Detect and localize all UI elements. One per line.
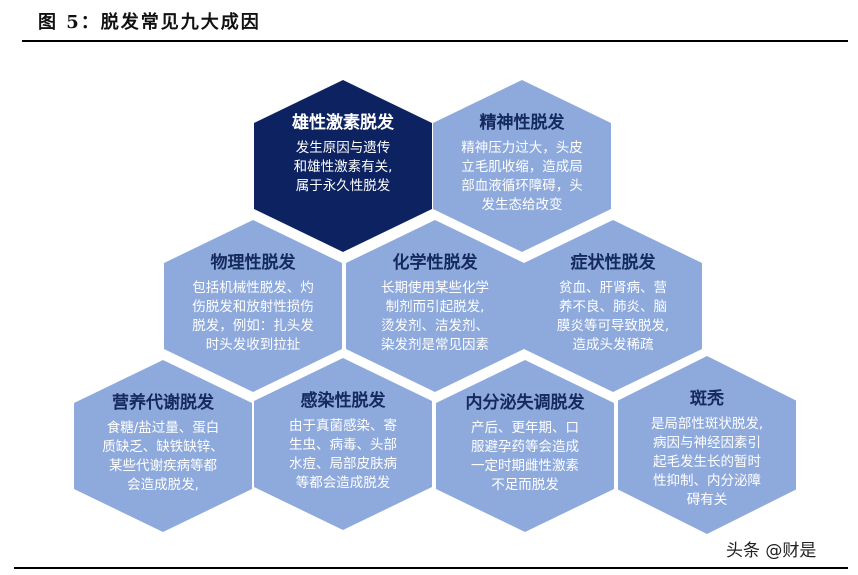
hex-line: 服避孕药等会造成 [471, 439, 579, 455]
hex-line: 病因与神经因素引 [653, 435, 761, 451]
hex-title: 化学性脱发 [392, 253, 478, 273]
hex-title: 雄性激素脱发 [292, 113, 394, 133]
hex-line: 不足而脱发 [491, 477, 559, 493]
hex-description: 长期使用某些化学 制剂而引起脱发, 烫发剂、洁发剂、 染发剂是常见因素 [360, 279, 510, 355]
title-underline [22, 40, 848, 42]
hex-line: 水痘、局部皮肤病 [289, 456, 397, 472]
hex-infectious-alopecia: 感染性脱发 由于真菌感染、寄 生虫、病毒、头部 水痘、局部皮肤病 等都会造成脱发 [254, 358, 432, 530]
hex-description: 由于真菌感染、寄 生虫、病毒、头部 水痘、局部皮肤病 等都会造成脱发 [268, 417, 418, 493]
hex-line: 等都会造成脱发 [295, 475, 391, 491]
hex-line: 染发剂是常见因素 [381, 337, 489, 353]
hex-line: 质缺乏、缺铁缺锌、 [102, 439, 224, 455]
hex-line: 制剂而引起脱发, [385, 299, 485, 315]
hex-title: 症状性脱发 [570, 253, 656, 273]
hex-alopecia-areata: 斑秃 是局部性斑状脱发, 病因与神经因素引 起毛发生长的暂时 性抑制、内分泌障 … [618, 356, 796, 534]
hex-description: 贫血、肝肾病、营 养不良、肺炎、脑 膜炎等可导致脱发, 造成头发稀疏 [538, 279, 688, 355]
hex-description: 是局部性斑状脱发, 病因与神经因素引 起毛发生长的暂时 性抑制、内分泌障 碍有关 [632, 415, 782, 510]
hex-line: 部血液循环障碍，头 [461, 178, 583, 194]
hex-line: 和雄性激素有关, [293, 159, 393, 175]
hex-line: 包括机械性脱发、灼 [192, 280, 314, 296]
hex-line: 长期使用某些化学 [381, 280, 489, 296]
hex-line: 食糖/盐过量、蛋白 [106, 420, 220, 436]
hex-line: 由于真菌感染、寄 [289, 418, 397, 434]
hex-description: 精神压力过大，头皮 立毛肌收缩，造成局 部血液循环障碍，头 发生态给改变 [447, 139, 597, 215]
hex-psychological-alopecia: 精神性脱发 精神压力过大，头皮 立毛肌收缩，造成局 部血液循环障碍，头 发生态给… [433, 80, 611, 252]
hex-line: 膜炎等可导致脱发, [556, 318, 670, 334]
hex-line: 发生原因与遗传 [295, 140, 391, 156]
bottom-rule [14, 567, 848, 569]
hex-androgenic-alopecia: 雄性激素脱发 发生原因与遗传 和雄性激素有关, 属于永久性脱发 [254, 80, 432, 252]
hex-line: 是局部性斑状脱发, [650, 416, 764, 432]
hex-chemical-alopecia: 化学性脱发 长期使用某些化学 制剂而引起脱发, 烫发剂、洁发剂、 染发剂是常见因… [346, 220, 524, 392]
hex-line: 属于永久性脱发 [295, 178, 391, 194]
hex-description: 产后、更年期、口 服避孕药等会造成 一定时期雌性激素 不足而脱发 [450, 419, 600, 495]
figure-title: 图 5：脱发常见九大成因 [38, 12, 261, 33]
hex-line: 养不良、肺炎、脑 [559, 299, 667, 315]
hex-endocrine-alopecia: 内分泌失调脱发 产后、更年期、口 服避孕药等会造成 一定时期雌性激素 不足而脱发 [436, 360, 614, 532]
hex-line: 生虫、病毒、头部 [289, 437, 397, 453]
hex-line: 会造成脱发, [127, 477, 199, 493]
hex-line: 起毛发生长的暂时 [653, 454, 761, 470]
watermark: 头条 @财是 [726, 541, 817, 561]
hex-line: 时头发收到拉扯 [205, 337, 301, 353]
hex-line: 造成头发稀疏 [572, 337, 654, 353]
hex-symptomatic-alopecia: 症状性脱发 贫血、肝肾病、营 养不良、肺炎、脑 膜炎等可导致脱发, 造成头发稀疏 [524, 220, 702, 392]
hex-line: 立毛肌收缩，造成局 [461, 159, 583, 175]
hex-line: 碍有关 [686, 492, 728, 508]
hex-title: 感染性脱发 [300, 391, 386, 411]
hex-title: 物理性脱发 [210, 253, 296, 273]
hex-nutritional-metabolic-alopecia: 营养代谢脱发 食糖/盐过量、蛋白 质缺乏、缺铁缺锌、 某些代谢疾病等都 会造成脱… [74, 360, 252, 532]
hex-line: 发生态给改变 [481, 197, 563, 213]
hex-line: 脱发，例如：扎头发 [192, 318, 314, 334]
hex-title: 斑秃 [690, 389, 724, 409]
hex-title: 营养代谢脱发 [112, 393, 214, 413]
hex-title: 内分泌失调脱发 [465, 393, 585, 413]
hex-line: 烫发剂、洁发剂、 [381, 318, 489, 334]
hex-line: 产后、更年期、口 [471, 420, 579, 436]
hex-description: 食糖/盐过量、蛋白 质缺乏、缺铁缺锌、 某些代谢疾病等都 会造成脱发, [88, 419, 238, 495]
hex-line: 性抑制、内分泌障 [653, 473, 761, 489]
hex-title: 精神性脱发 [479, 113, 565, 133]
hex-line: 精神压力过大，头皮 [461, 140, 583, 156]
hex-description: 发生原因与遗传 和雄性激素有关, 属于永久性脱发 [268, 139, 418, 196]
hex-line: 某些代谢疾病等都 [109, 458, 217, 474]
hex-line: 伤脱发和放射性损伤 [192, 299, 314, 315]
hex-physical-alopecia: 物理性脱发 包括机械性脱发、灼 伤脱发和放射性损伤 脱发，例如：扎头发 时头发收… [164, 220, 342, 392]
hex-line: 贫血、肝肾病、营 [559, 280, 667, 296]
hex-line: 一定时期雌性激素 [471, 458, 579, 474]
hex-description: 包括机械性脱发、灼 伤脱发和放射性损伤 脱发，例如：扎头发 时头发收到拉扯 [178, 279, 328, 355]
